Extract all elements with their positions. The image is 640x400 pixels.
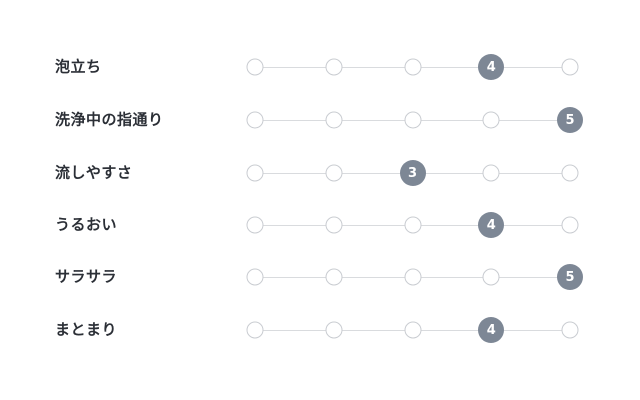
- scale-point[interactable]: [561, 216, 579, 234]
- scale-point-selected[interactable]: 4: [478, 317, 505, 343]
- scale-point[interactable]: [482, 164, 500, 182]
- scale-point[interactable]: [404, 268, 421, 286]
- scale-point[interactable]: [325, 268, 343, 286]
- scale-point[interactable]: [561, 321, 579, 339]
- scale-point[interactable]: [246, 321, 264, 339]
- scale-point[interactable]: [561, 164, 579, 182]
- rating-row: サラサラ 5: [0, 260, 640, 294]
- scale-point[interactable]: [404, 216, 421, 234]
- scale-point-value: 5: [565, 112, 575, 128]
- rating-row-label: 流しやすさ: [55, 163, 133, 182]
- scale-point[interactable]: [325, 164, 343, 182]
- rating-row-label: まとまり: [55, 320, 118, 339]
- scale-point-selected[interactable]: 4: [478, 212, 505, 238]
- scale-point[interactable]: [246, 268, 264, 286]
- scale-point-selected[interactable]: 4: [478, 54, 505, 80]
- rating-row: うるおい 4: [0, 208, 640, 242]
- rating-row-label: 洗浄中の指通り: [55, 110, 164, 129]
- scale-point[interactable]: [325, 216, 343, 234]
- scale-point-selected[interactable]: 3: [399, 160, 426, 186]
- scale-point[interactable]: [404, 321, 421, 339]
- rating-scale-track: 5: [246, 106, 583, 134]
- scale-point-value: 4: [486, 217, 496, 233]
- rating-row: 泡立ち 4: [0, 50, 640, 84]
- scale-point[interactable]: [325, 58, 343, 76]
- scale-point[interactable]: [325, 321, 343, 339]
- scale-point[interactable]: [482, 268, 500, 286]
- rating-scale-track: 4: [246, 211, 579, 239]
- scale-point[interactable]: [246, 58, 264, 76]
- scale-point[interactable]: [482, 111, 500, 129]
- rating-row: まとまり 4: [0, 313, 640, 347]
- rating-row: 洗浄中の指通り 5: [0, 103, 640, 137]
- scale-point-value: 4: [486, 59, 496, 75]
- rating-row: 流しやすさ 3: [0, 156, 640, 190]
- rating-row-label: サラサラ: [55, 267, 118, 286]
- scale-point[interactable]: [561, 58, 579, 76]
- rating-scale-track: 5: [246, 263, 583, 291]
- rating-row-label: うるおい: [55, 215, 118, 234]
- scale-point-selected[interactable]: 5: [557, 107, 583, 133]
- rating-scale-track: 4: [246, 316, 579, 344]
- scale-point[interactable]: [246, 111, 264, 129]
- scale-point-value: 5: [565, 269, 575, 285]
- scale-point-value: 4: [486, 322, 496, 338]
- scale-point-selected[interactable]: 5: [557, 264, 583, 290]
- rating-row-label: 泡立ち: [55, 57, 102, 76]
- scale-point-value: 3: [407, 165, 418, 181]
- scale-point[interactable]: [325, 111, 343, 129]
- scale-point[interactable]: [404, 111, 421, 129]
- rating-scale-track: 4: [246, 53, 579, 81]
- scale-point[interactable]: [246, 216, 264, 234]
- scale-point[interactable]: [404, 58, 421, 76]
- scale-point[interactable]: [246, 164, 264, 182]
- rating-scale-track: 3: [246, 159, 579, 187]
